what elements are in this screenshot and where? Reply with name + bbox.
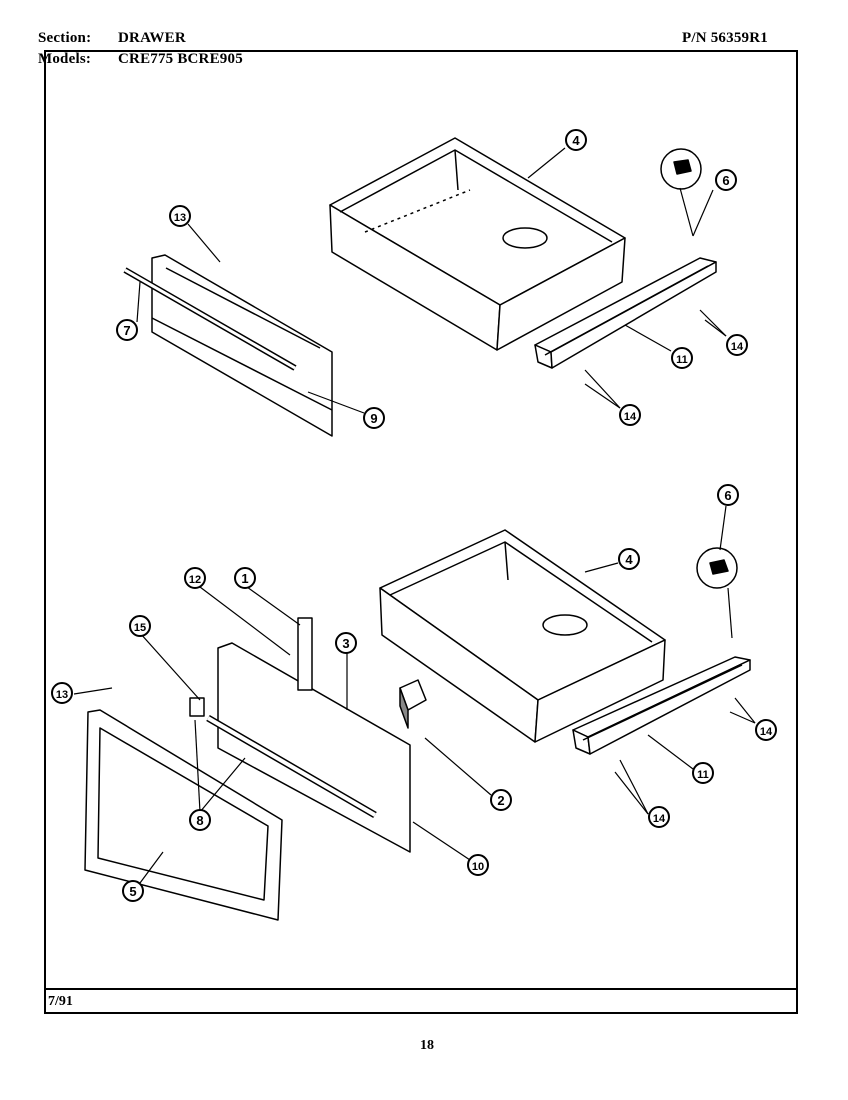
bracket-2 [399, 679, 427, 729]
callout-14-lower: 14 [648, 806, 670, 828]
callout-11-upper: 11 [671, 347, 693, 369]
svg-text:12: 12 [189, 574, 201, 586]
svg-text:5: 5 [129, 884, 136, 899]
part-number: P/N 56359R1 [682, 30, 768, 46]
callouts: 4 6 13 7 14 11 9 14 6 4 12 1 15 3 13 14 … [51, 129, 777, 902]
svg-text:4: 4 [572, 133, 580, 148]
callout-1: 1 [234, 567, 256, 589]
svg-text:10: 10 [472, 861, 484, 873]
callout-4-lower: 4 [618, 548, 640, 570]
svg-text:14: 14 [731, 341, 744, 353]
rod-8 [206, 714, 377, 819]
callout-4-upper: 4 [565, 129, 587, 151]
drawer-box-upper [329, 137, 626, 351]
callout-6-lower: 6 [717, 484, 739, 506]
section-label: Section: [38, 30, 92, 46]
svg-text:4: 4 [625, 552, 633, 567]
callout-5: 5 [122, 880, 144, 902]
callout-8: 8 [189, 809, 211, 831]
callout-14-upper-right: 14 [726, 334, 748, 356]
svg-text:1: 1 [241, 571, 248, 586]
page-number: 18 [420, 1038, 434, 1053]
callout-12: 12 [184, 567, 206, 589]
callout-13-lower: 13 [51, 682, 73, 704]
callout-13-upper: 13 [169, 205, 191, 227]
models-value: CRE775 BCRE905 [118, 51, 243, 67]
clip-lower [696, 547, 738, 589]
lower-panel-10 [217, 617, 411, 853]
svg-text:13: 13 [56, 689, 68, 701]
svg-text:7: 7 [123, 323, 130, 338]
svg-text:14: 14 [624, 411, 637, 423]
svg-text:13: 13 [174, 212, 186, 224]
slide-rail-upper [534, 257, 717, 369]
svg-text:2: 2 [497, 793, 504, 808]
callout-10: 10 [467, 854, 489, 876]
svg-text:3: 3 [342, 636, 349, 651]
svg-text:9: 9 [370, 411, 377, 426]
svg-text:14: 14 [760, 726, 773, 738]
diagram-frame [44, 50, 798, 1014]
svg-text:8: 8 [196, 813, 203, 828]
callout-6-upper: 6 [715, 169, 737, 191]
callout-9: 9 [363, 407, 385, 429]
trim-frame-5 [84, 709, 283, 921]
svg-text:11: 11 [676, 354, 688, 366]
section-value: DRAWER [118, 30, 186, 46]
callout-3: 3 [335, 632, 357, 654]
svg-text:6: 6 [724, 488, 731, 503]
callout-14-upper: 14 [619, 404, 641, 426]
slide-rail-lower [572, 656, 751, 755]
drawer-front-upper [123, 254, 333, 437]
svg-text:15: 15 [134, 622, 146, 634]
callout-2: 2 [490, 789, 512, 811]
callout-11-lower: 11 [692, 762, 714, 784]
clip-upper [660, 148, 702, 190]
svg-text:14: 14 [653, 813, 666, 825]
footer-date: 7/91 [48, 994, 73, 1009]
footer-divider [44, 988, 798, 990]
callout-7: 7 [116, 319, 138, 341]
callout-14-lower-right: 14 [755, 719, 777, 741]
models-label: Models: [38, 51, 92, 67]
drawer-box-lower [379, 529, 666, 743]
svg-text:11: 11 [697, 769, 709, 781]
callout-15: 15 [129, 615, 151, 637]
svg-text:6: 6 [722, 173, 729, 188]
